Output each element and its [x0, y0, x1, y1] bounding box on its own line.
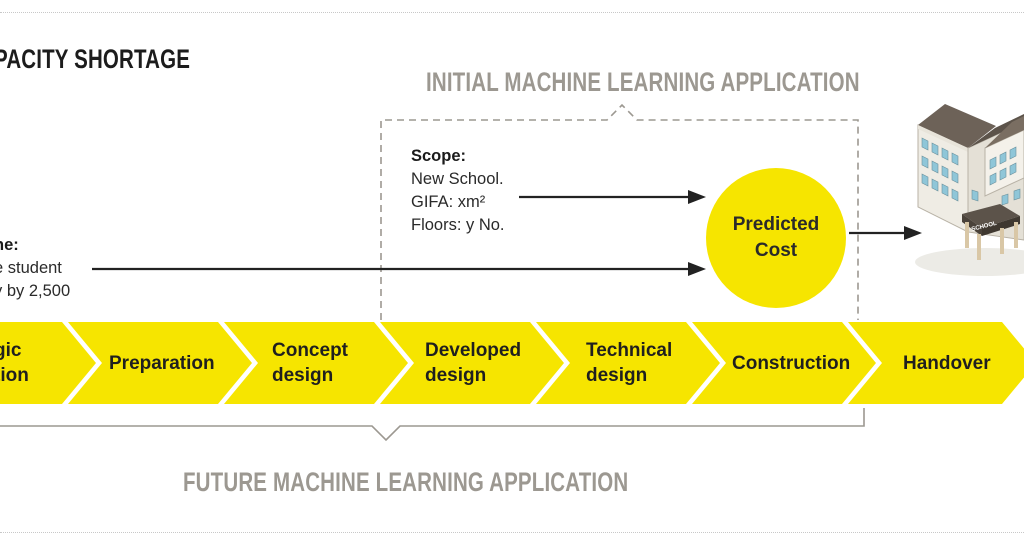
stage-label-preparation: Preparation — [109, 352, 215, 374]
future-application-bracket — [0, 408, 865, 442]
scope-arrow-head — [688, 190, 706, 204]
scope-line-gifa: GIFA: xm² — [411, 193, 486, 211]
scope-line-floors: Floors: y No. — [411, 216, 505, 234]
stage-chevron-2 — [68, 322, 252, 404]
scope-label: Scope: — [411, 147, 467, 165]
stage-chevron-7 — [848, 322, 1024, 404]
initial-application-bracket — [380, 103, 859, 320]
school-building-icon: SCHOOL — [915, 104, 1024, 276]
scope-line-school: New School. — [411, 170, 504, 188]
stage-chevron-5 — [536, 322, 720, 404]
cost-arrow-head — [904, 226, 922, 240]
stage-band — [0, 322, 1024, 404]
stage-chevron-3 — [224, 322, 408, 404]
stage-label-strategic-definition: gic tion — [0, 340, 29, 386]
initial-application-label: INITIAL MACHINE LEARNING APPLICATION — [426, 67, 860, 97]
predicted-cost-circle — [706, 168, 846, 308]
top-rule — [0, 12, 1024, 13]
stage-chevron-6 — [692, 322, 876, 404]
scheme-block: ne: e student y by 2,500 — [0, 234, 70, 303]
stage-chevron-4 — [380, 322, 564, 404]
bottom-rule — [0, 532, 1024, 533]
scheme-label: ne: — [0, 236, 19, 254]
scheme-arrow-head — [688, 262, 706, 276]
stage-label-developed-design: Developed design — [425, 340, 522, 386]
stage-chevron-1 — [0, 322, 96, 404]
stage-label-concept-design: Concept design — [272, 340, 348, 386]
future-application-label: FUTURE MACHINE LEARNING APPLICATION — [183, 467, 629, 497]
scheme-line-2: y by 2,500 — [0, 282, 71, 300]
predicted-cost-label: Predicted Cost — [732, 214, 820, 261]
stage-label-handover: Handover — [903, 352, 991, 374]
arrows — [92, 190, 922, 276]
stage-label-technical-design: Technical design — [586, 340, 673, 386]
stage-label-construction: Construction — [732, 352, 851, 374]
scheme-line-1: e student — [0, 259, 62, 277]
page-title: PACITY SHORTAGE — [0, 44, 191, 74]
scope-block: Scope: New School. GIFA: xm² Floors: y N… — [411, 145, 505, 237]
